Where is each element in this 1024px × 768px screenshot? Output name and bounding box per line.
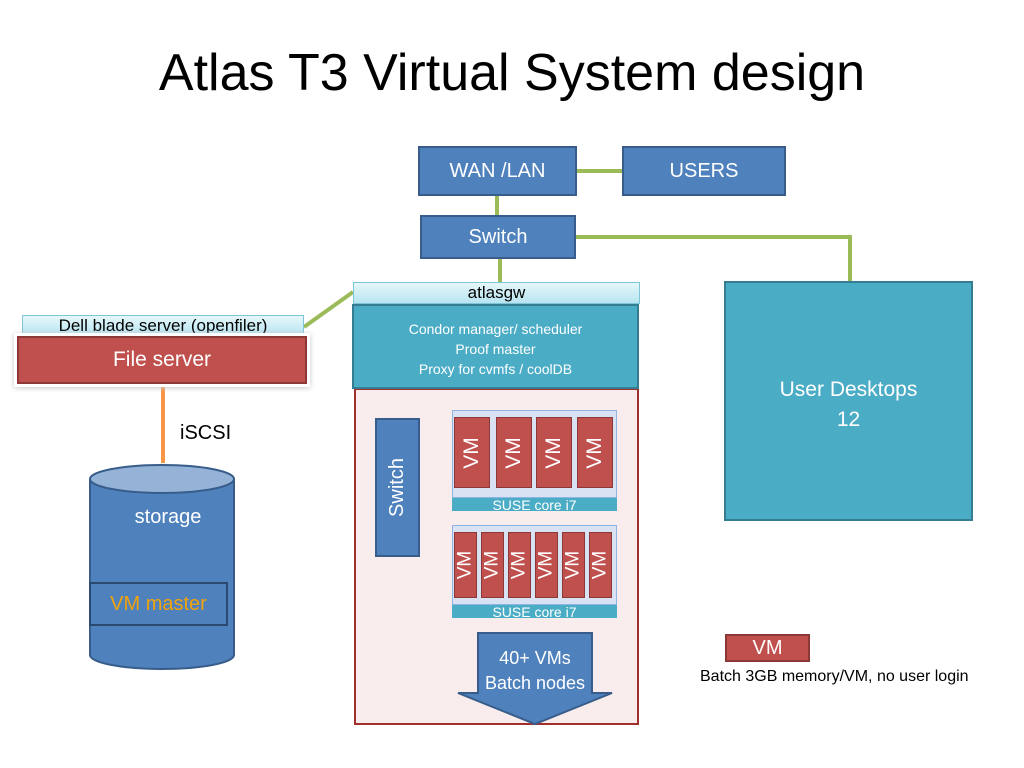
cluster-switch-box: Switch [375, 418, 420, 557]
batch-nodes-line: 40+ VMs [499, 648, 571, 668]
gateway-service-line: Proxy for cvmfs / coolDB [418, 361, 573, 377]
vm-node: VM [508, 532, 531, 598]
gateway-service-line: Condor manager/ scheduler [408, 321, 583, 337]
storage-label: storage [134, 506, 202, 528]
legend-vm-note: Batch 3GB memory/VM, no user login [700, 668, 969, 685]
page-title: Atlas T3 Virtual System design [158, 44, 866, 102]
wan-lan-box: WAN /LAN [418, 146, 577, 196]
batch-nodes-line: Batch nodes [484, 673, 586, 693]
vm-master-box: VM master [89, 582, 228, 626]
users-box: USERS [622, 146, 786, 196]
vm-node: VM [481, 532, 504, 598]
vm-node: VM [577, 417, 613, 488]
vm-node: VM [536, 417, 572, 488]
switch-desktops-connector [576, 235, 852, 281]
vm-node: VM [535, 532, 558, 598]
cluster-switch-label: Switch [386, 458, 408, 517]
vm-node: VM [454, 532, 477, 598]
file-server-box: File server [17, 336, 307, 384]
vm-node: VM [562, 532, 585, 598]
user-desktops-box: User Desktops 12 [724, 281, 973, 521]
suse-group-1-footer: SUSE core i7 [452, 498, 617, 511]
top-switch-box: Switch [420, 215, 576, 259]
iscsi-label: iSCSI [180, 422, 232, 444]
vm-node: VM [496, 417, 532, 488]
gateway-service-line: Proof master [455, 341, 536, 357]
vm-node: VM [454, 417, 490, 488]
user-desktops-count: 12 [836, 408, 861, 431]
legend-vm-swatch: VM [725, 634, 810, 662]
atlasgw-header: atlasgw [353, 282, 640, 304]
suse-group-2-footer: SUSE core i7 [452, 605, 617, 618]
batch-nodes-text: 40+ VMs Batch nodes [470, 646, 600, 696]
dell-blade-server-header: Dell blade server (openfiler) [22, 315, 304, 336]
gateway-services-box: Condor manager/ scheduler Proof master P… [352, 304, 639, 389]
user-desktops-label: User Desktops [779, 378, 918, 401]
vm-node: VM [589, 532, 612, 598]
gateway-fileserver-connector [302, 290, 355, 329]
